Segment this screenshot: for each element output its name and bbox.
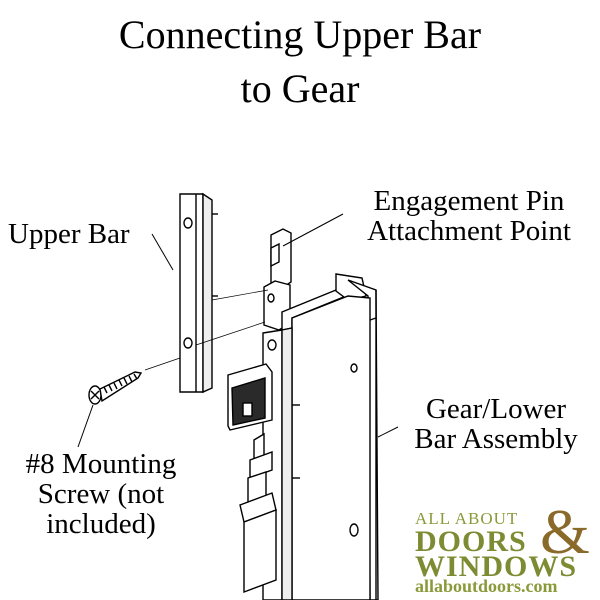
label-engagement-pin: Engagement Pin Attachment Point: [340, 186, 598, 246]
leader-lines: [77, 213, 399, 448]
logo-ampersand: &: [540, 496, 590, 567]
label-mounting-screw: #8 Mounting Screw (not included): [6, 449, 196, 539]
logo-url-text: allaboutdoors.com: [415, 576, 558, 596]
logo-top-text: ALL ABOUT: [415, 509, 519, 528]
label-upper-bar: Upper Bar: [8, 218, 130, 250]
alignment-lines: [144, 289, 269, 371]
label-gear-assembly: Gear/Lower Bar Assembly: [392, 394, 600, 454]
title-line-1: Connecting Upper Bar: [118, 12, 482, 57]
label-screw-line-3: included): [46, 508, 156, 540]
diagram-title: Connecting Upper Bar to Gear: [0, 8, 600, 116]
label-engagement-line-1: Engagement Pin: [373, 185, 565, 217]
mounting-screw-part: [88, 371, 143, 405]
title-line-2: to Gear: [240, 66, 360, 111]
logo-windows-text: WINDOWS: [415, 550, 578, 583]
label-engagement-line-2: Attachment Point: [367, 215, 571, 247]
label-gear-line-2: Bar Assembly: [414, 423, 578, 455]
label-gear-line-1: Gear/Lower: [425, 393, 567, 425]
label-screw-line-2: Screw (not: [37, 478, 165, 510]
upper-bar-part: [179, 192, 218, 394]
logo-doors-text: DOORS: [415, 525, 527, 558]
brand-logo: ALL ABOUT & DOORS WINDOWS allaboutdoors.…: [400, 496, 596, 598]
label-screw-line-1: #8 Mounting: [25, 448, 177, 480]
gear-assembly-part: [227, 228, 379, 600]
